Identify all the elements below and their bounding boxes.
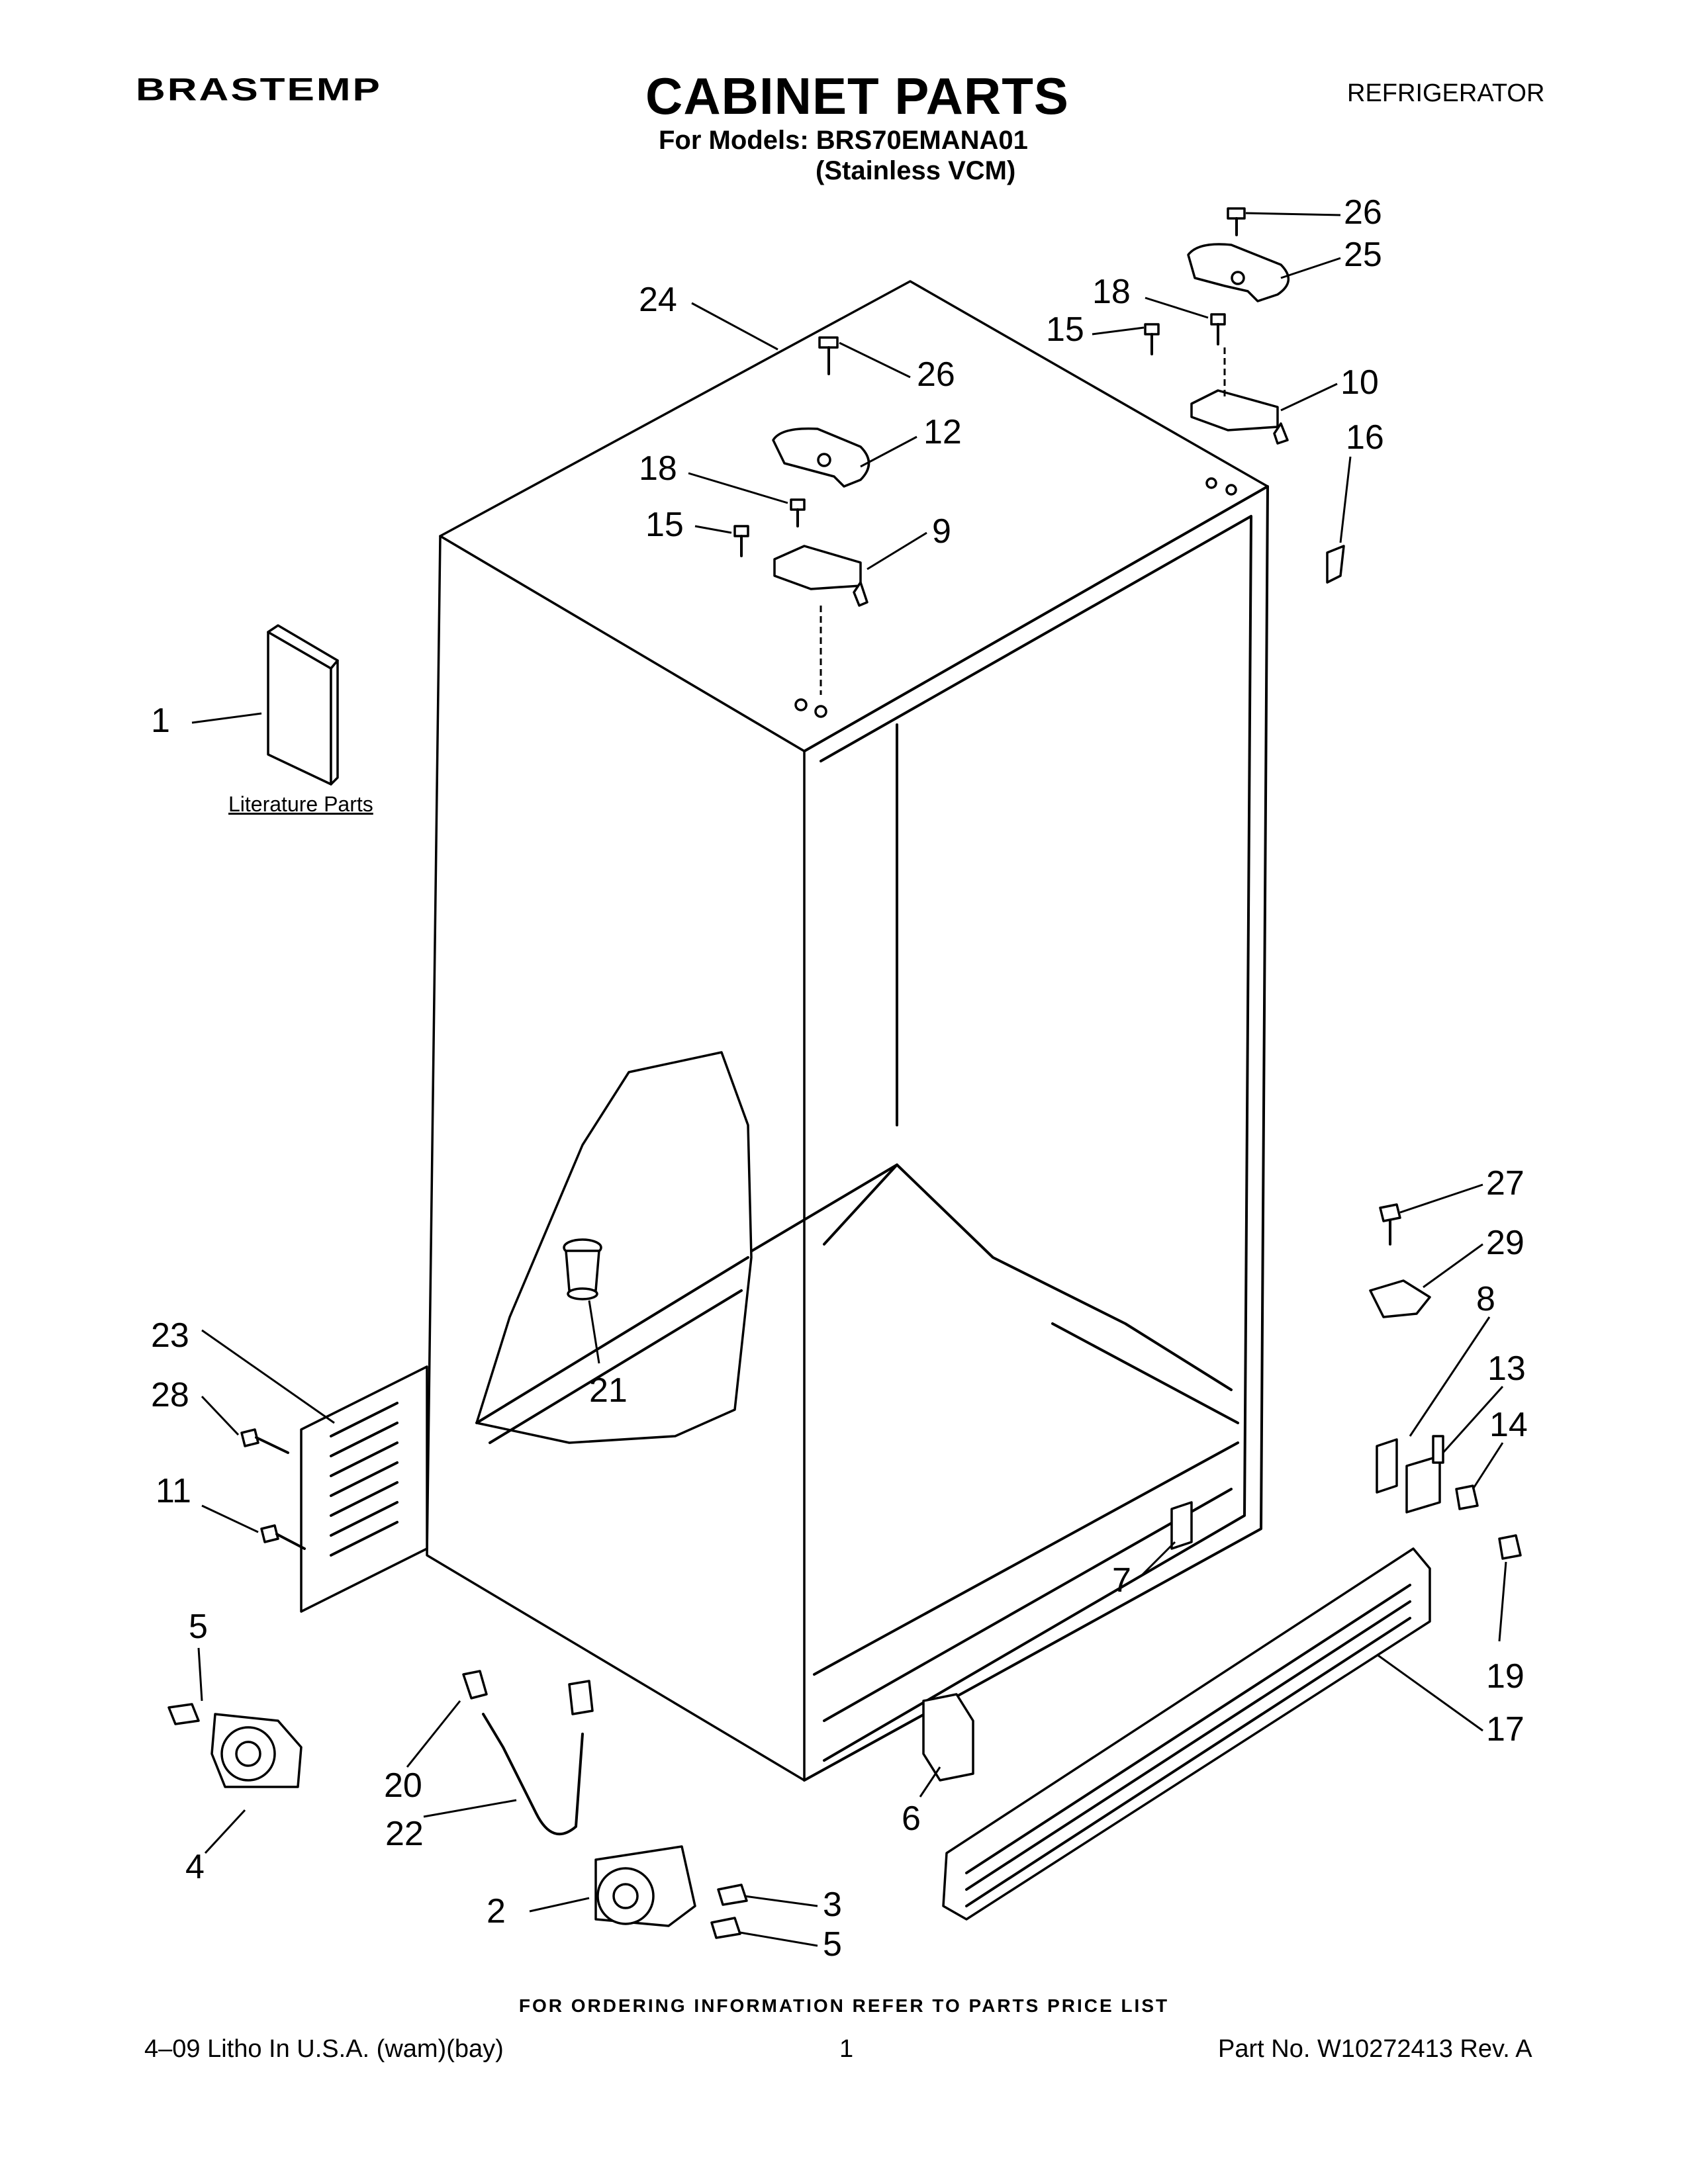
callout-6: 6	[902, 1799, 921, 1838]
callout-20: 20	[384, 1766, 422, 1805]
callout-4: 4	[185, 1848, 205, 1886]
bracket-7	[1170, 1501, 1193, 1550]
roller-assembly-right	[594, 1845, 748, 1939]
toe-grille	[942, 1547, 1431, 1921]
water-tube	[462, 1670, 594, 1836]
callout-5-right: 5	[823, 1925, 842, 1964]
product-category: REFRIGERATOR	[1347, 79, 1545, 107]
callout-3: 3	[823, 1886, 842, 1924]
hinge-cover-left	[772, 427, 870, 488]
callout-9: 9	[932, 512, 951, 551]
page-title: CABINET PARTS	[645, 67, 1069, 125]
vent-grille	[300, 1365, 428, 1613]
literature-parts-label: Literature Parts	[228, 792, 373, 816]
leader-lines	[191, 212, 1507, 1947]
vent-screws	[240, 1428, 306, 1550]
ordering-info: FOR ORDERING INFORMATION REFER TO PARTS …	[518, 1995, 1170, 2016]
part-number: Part No. W10272413 Rev. A	[1218, 2035, 1532, 2063]
callout-24: 24	[639, 281, 677, 319]
callout-8: 8	[1476, 1280, 1495, 1318]
callout-5-left: 5	[189, 1608, 208, 1646]
callout-26-left: 26	[917, 355, 955, 394]
callout-21: 21	[589, 1371, 628, 1410]
callout-15-left: 15	[645, 506, 684, 544]
callout-15-right: 15	[1046, 310, 1084, 349]
callout-17: 17	[1486, 1710, 1524, 1749]
callout-23: 23	[151, 1316, 189, 1355]
callout-2: 2	[487, 1892, 506, 1931]
drain-fitting	[563, 1238, 602, 1300]
cabinet-body	[426, 280, 1269, 1782]
callout-25: 25	[1344, 236, 1382, 274]
grille-bracket	[922, 1693, 974, 1782]
models-line: For Models: BRS70EMANA01	[659, 126, 1028, 155]
callout-11: 11	[156, 1472, 191, 1510]
callout-14: 14	[1489, 1406, 1528, 1444]
litho-info: 4–09 Litho In U.S.A. (wam)(bay)	[144, 2035, 504, 2063]
callout-19: 19	[1486, 1657, 1524, 1696]
callout-18-left: 18	[639, 449, 677, 488]
page-number: 1	[839, 2035, 854, 2063]
hinge-plate-left	[773, 545, 868, 607]
callout-18-right: 18	[1092, 273, 1131, 311]
callout-7: 7	[1112, 1561, 1131, 1600]
model-variant: (Stainless VCM)	[816, 156, 1016, 185]
screw-top-left	[733, 336, 839, 557]
literature-book-icon	[267, 624, 339, 786]
callout-12: 12	[923, 413, 962, 451]
roller-assembly-left	[167, 1703, 303, 1788]
hinge-plate-right	[1190, 389, 1289, 445]
lower-hinge-assembly	[1369, 1203, 1522, 1560]
callout-16: 16	[1346, 418, 1384, 457]
hinge-cover-right	[1187, 243, 1289, 302]
callout-26-right: 26	[1344, 193, 1382, 232]
callout-1: 1	[151, 702, 170, 740]
callout-labels: 1 2 3 4 5 5 6 7 8 9 10 11 12 13 14 15 15…	[151, 193, 1528, 1964]
callout-27: 27	[1486, 1164, 1524, 1203]
screw-top-right	[1144, 207, 1246, 355]
callout-13: 13	[1487, 1349, 1526, 1388]
door-stop-16	[1326, 545, 1345, 584]
callout-28: 28	[151, 1376, 189, 1414]
callout-10: 10	[1340, 363, 1379, 402]
callout-22: 22	[385, 1815, 424, 1853]
callout-29: 29	[1486, 1224, 1524, 1262]
brand-logo: BRASTEMP	[136, 71, 382, 108]
